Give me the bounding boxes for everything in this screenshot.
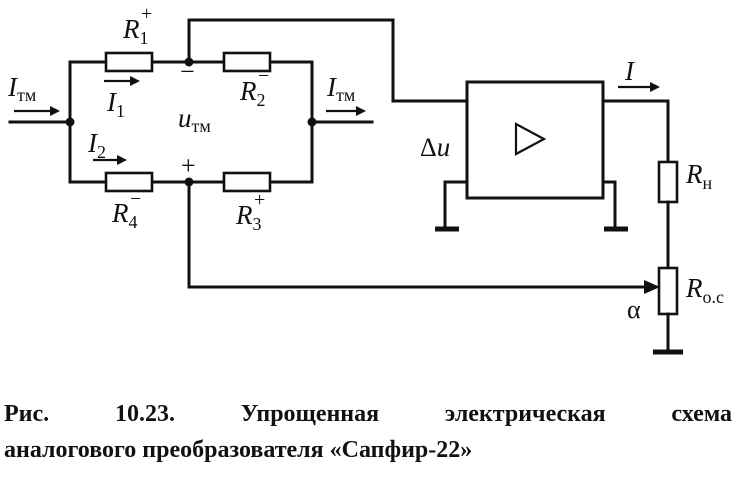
output-wire [601, 99, 670, 164]
resistor-ros [657, 266, 679, 316]
label-itm-in: Iтм [7, 72, 36, 105]
resistor-r3 [222, 171, 272, 193]
caption-line-2: аналогового преобразователя «Сапфир-22» [4, 437, 473, 463]
arrow-i1-head [130, 76, 140, 86]
label-r1: R1 [122, 14, 149, 48]
resistor-r1 [104, 51, 154, 73]
circuit-diagram: R1 + R2 − R4 − R3 + Iтм Iтм I1 I2 [7, 3, 724, 355]
node-left [65, 117, 75, 127]
label-minus: − [180, 57, 195, 86]
label-itm-out: Iтм [326, 72, 355, 105]
amplifier-block [465, 80, 605, 200]
resistor-rh [657, 160, 679, 204]
label-r2: R2 [239, 76, 266, 110]
amp-ground-right [601, 180, 617, 231]
resistor-r4 [104, 171, 154, 193]
arrow-i2-head [117, 155, 127, 165]
arrow-i-out-head [650, 82, 660, 92]
label-i-out: I [624, 56, 636, 86]
resistor-r2 [222, 51, 272, 73]
label-r4-sup: − [130, 188, 141, 210]
arrow-itm-out-head [356, 106, 366, 116]
arrow-itm-in-head [50, 106, 60, 116]
label-r2-sup: − [258, 65, 269, 87]
label-i2: I2 [87, 128, 106, 162]
label-rh: Rн [685, 159, 713, 193]
label-delta-u: Δu [420, 132, 450, 162]
label-plus: + [181, 151, 196, 180]
amplifier-triangle-icon [514, 122, 547, 156]
top-node-to-amp-wire [187, 18, 469, 103]
caption-line-1: Рис. 10.23. Упрощенная электрическая схе… [4, 401, 732, 427]
label-r1-sup: + [141, 3, 152, 25]
label-r3: R3 [235, 200, 262, 234]
label-utm: uтм [178, 103, 211, 136]
node-right [307, 117, 317, 127]
feedback-wire [187, 180, 650, 289]
label-ros: Rо.с [685, 273, 724, 307]
amp-ground-left [443, 180, 469, 231]
label-r4: R4 [111, 198, 138, 232]
label-alpha: α [627, 295, 641, 324]
label-i1: I1 [106, 87, 125, 121]
label-r3-sup: + [254, 189, 265, 211]
wiper-arrowhead [644, 280, 660, 294]
figure-caption: Рис. 10.23. Упрощенная электрическая схе… [4, 396, 734, 468]
